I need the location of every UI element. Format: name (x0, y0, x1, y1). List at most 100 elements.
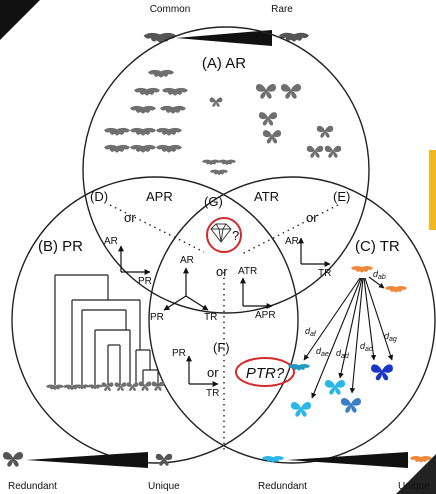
region-G-tag: (G) (204, 194, 223, 209)
axis-G-ATR: ATR (238, 266, 257, 277)
or-label-center: or (216, 264, 228, 279)
nearest-species-icon (385, 286, 407, 293)
bottom-right-redundant-label: Redundant (258, 481, 307, 492)
or-label-bottom: or (207, 365, 219, 380)
bat-icon (156, 144, 182, 153)
trait-distance-fan: dab daf dae dad dac dag (288, 266, 407, 417)
bat-icon (87, 384, 103, 390)
axis-G-TR: TR (204, 312, 217, 323)
axis-F-TR: TR (206, 388, 219, 399)
butterfly-icon (255, 83, 277, 99)
bottom-left-unique-label: Unique (148, 481, 180, 492)
axes-E (298, 237, 331, 267)
top-scale-left-label: Common (150, 4, 191, 15)
butterfly-icon (138, 381, 152, 391)
axes-G-ATR-APR (240, 277, 273, 309)
abundance-wedge (176, 30, 272, 46)
bat-icon (160, 105, 186, 114)
species-f-icon (288, 364, 310, 371)
diamond-icon (210, 223, 232, 243)
distance-daf: daf (305, 326, 317, 338)
bat-icon (104, 144, 130, 153)
bottom-right-unique-label: Unique (398, 481, 430, 492)
bottom-right-scale: Redundant Unique (258, 452, 432, 492)
axis-G-PR: PR (150, 312, 164, 323)
AR-butterfly-cluster (104, 69, 342, 176)
ptr-highlight-ellipse (235, 357, 295, 387)
bat-icon (162, 87, 188, 96)
butterfly-icon (258, 112, 278, 126)
axes-F (186, 355, 219, 387)
circle-PR (11, 176, 299, 464)
circle-TR (148, 176, 436, 464)
phylogenetic-tree (54, 274, 159, 385)
circle-AR (82, 26, 370, 314)
redundant-trait-icon (262, 456, 284, 463)
corner-badge (0, 0, 40, 40)
region-AR-label: (A) AR (202, 55, 246, 72)
bat-icon (130, 144, 156, 153)
region-F-tag: (F) (213, 340, 230, 355)
butterfly-icon (316, 125, 334, 138)
axis-F-PR: PR (172, 348, 186, 359)
bat-icon (130, 127, 156, 136)
region-PR-label: (B) PR (38, 238, 83, 255)
distance-dag: dag (384, 331, 397, 343)
bat-icon (218, 159, 236, 166)
bat-icon (130, 105, 156, 114)
rare-species-icon (279, 32, 309, 42)
species-e-icon (290, 401, 312, 417)
axis-E-TR: TR (318, 268, 331, 279)
bottom-left-redundant-label: Redundant (8, 481, 57, 492)
or-label-left: or (124, 210, 136, 225)
side-bar-accent (429, 150, 436, 230)
unique-species-icon (155, 453, 173, 466)
species-c-icon (340, 397, 362, 413)
bat-icon (210, 169, 228, 176)
axis-E-AR: AR (285, 236, 299, 247)
region-TR-label: (C) TR (355, 238, 400, 255)
top-scale-right-label: Rare (271, 4, 293, 15)
region-E-tag: (E) (333, 189, 350, 204)
ptr-question-label: PTR? (246, 365, 285, 382)
region-APR-label: APR (146, 189, 173, 204)
region-separator-lines (109, 204, 339, 452)
distance-dad: dad (336, 348, 350, 360)
trait-uniqueness-wedge (287, 452, 408, 468)
red-highlight-ring (206, 217, 242, 253)
phylo-uniqueness-wedge (26, 452, 148, 468)
bat-icon (104, 127, 130, 136)
axis-G-APR: APR (255, 310, 276, 321)
axes-D (118, 245, 151, 275)
butterfly-icon (209, 97, 223, 107)
bat-icon (202, 159, 220, 166)
axis-D-AR: AR (104, 236, 118, 247)
bottom-left-scale: Redundant Unique (2, 451, 180, 492)
bat-icon (156, 127, 182, 136)
redundant-species-icon (2, 451, 24, 467)
species-d-icon (324, 379, 346, 395)
or-label-right: or (306, 210, 318, 225)
region-D-tag: (D) (90, 189, 108, 204)
bat-icon (46, 384, 64, 391)
focal-species-icon (351, 266, 373, 273)
distance-dae: dae (316, 346, 329, 358)
bat-icon (134, 87, 160, 96)
bat-icon (148, 69, 174, 78)
region-ATR-label: ATR (254, 189, 279, 204)
butterfly-icon (324, 145, 342, 158)
top-abundance-scale: Common Rare (143, 4, 309, 46)
butterfly-icon (280, 83, 302, 99)
species-g-icon (371, 364, 393, 381)
distance-dab: dab (373, 269, 386, 281)
distance-dac: dac (360, 341, 373, 353)
butterfly-icon (306, 145, 324, 158)
butterfly-icon (126, 382, 139, 392)
diamond-question-mark: ? (232, 228, 239, 243)
tree-tip-species (46, 381, 165, 392)
butterfly-icon (262, 130, 282, 144)
axes-G-tri (163, 267, 209, 311)
diamond-highlight: ? (206, 217, 242, 253)
